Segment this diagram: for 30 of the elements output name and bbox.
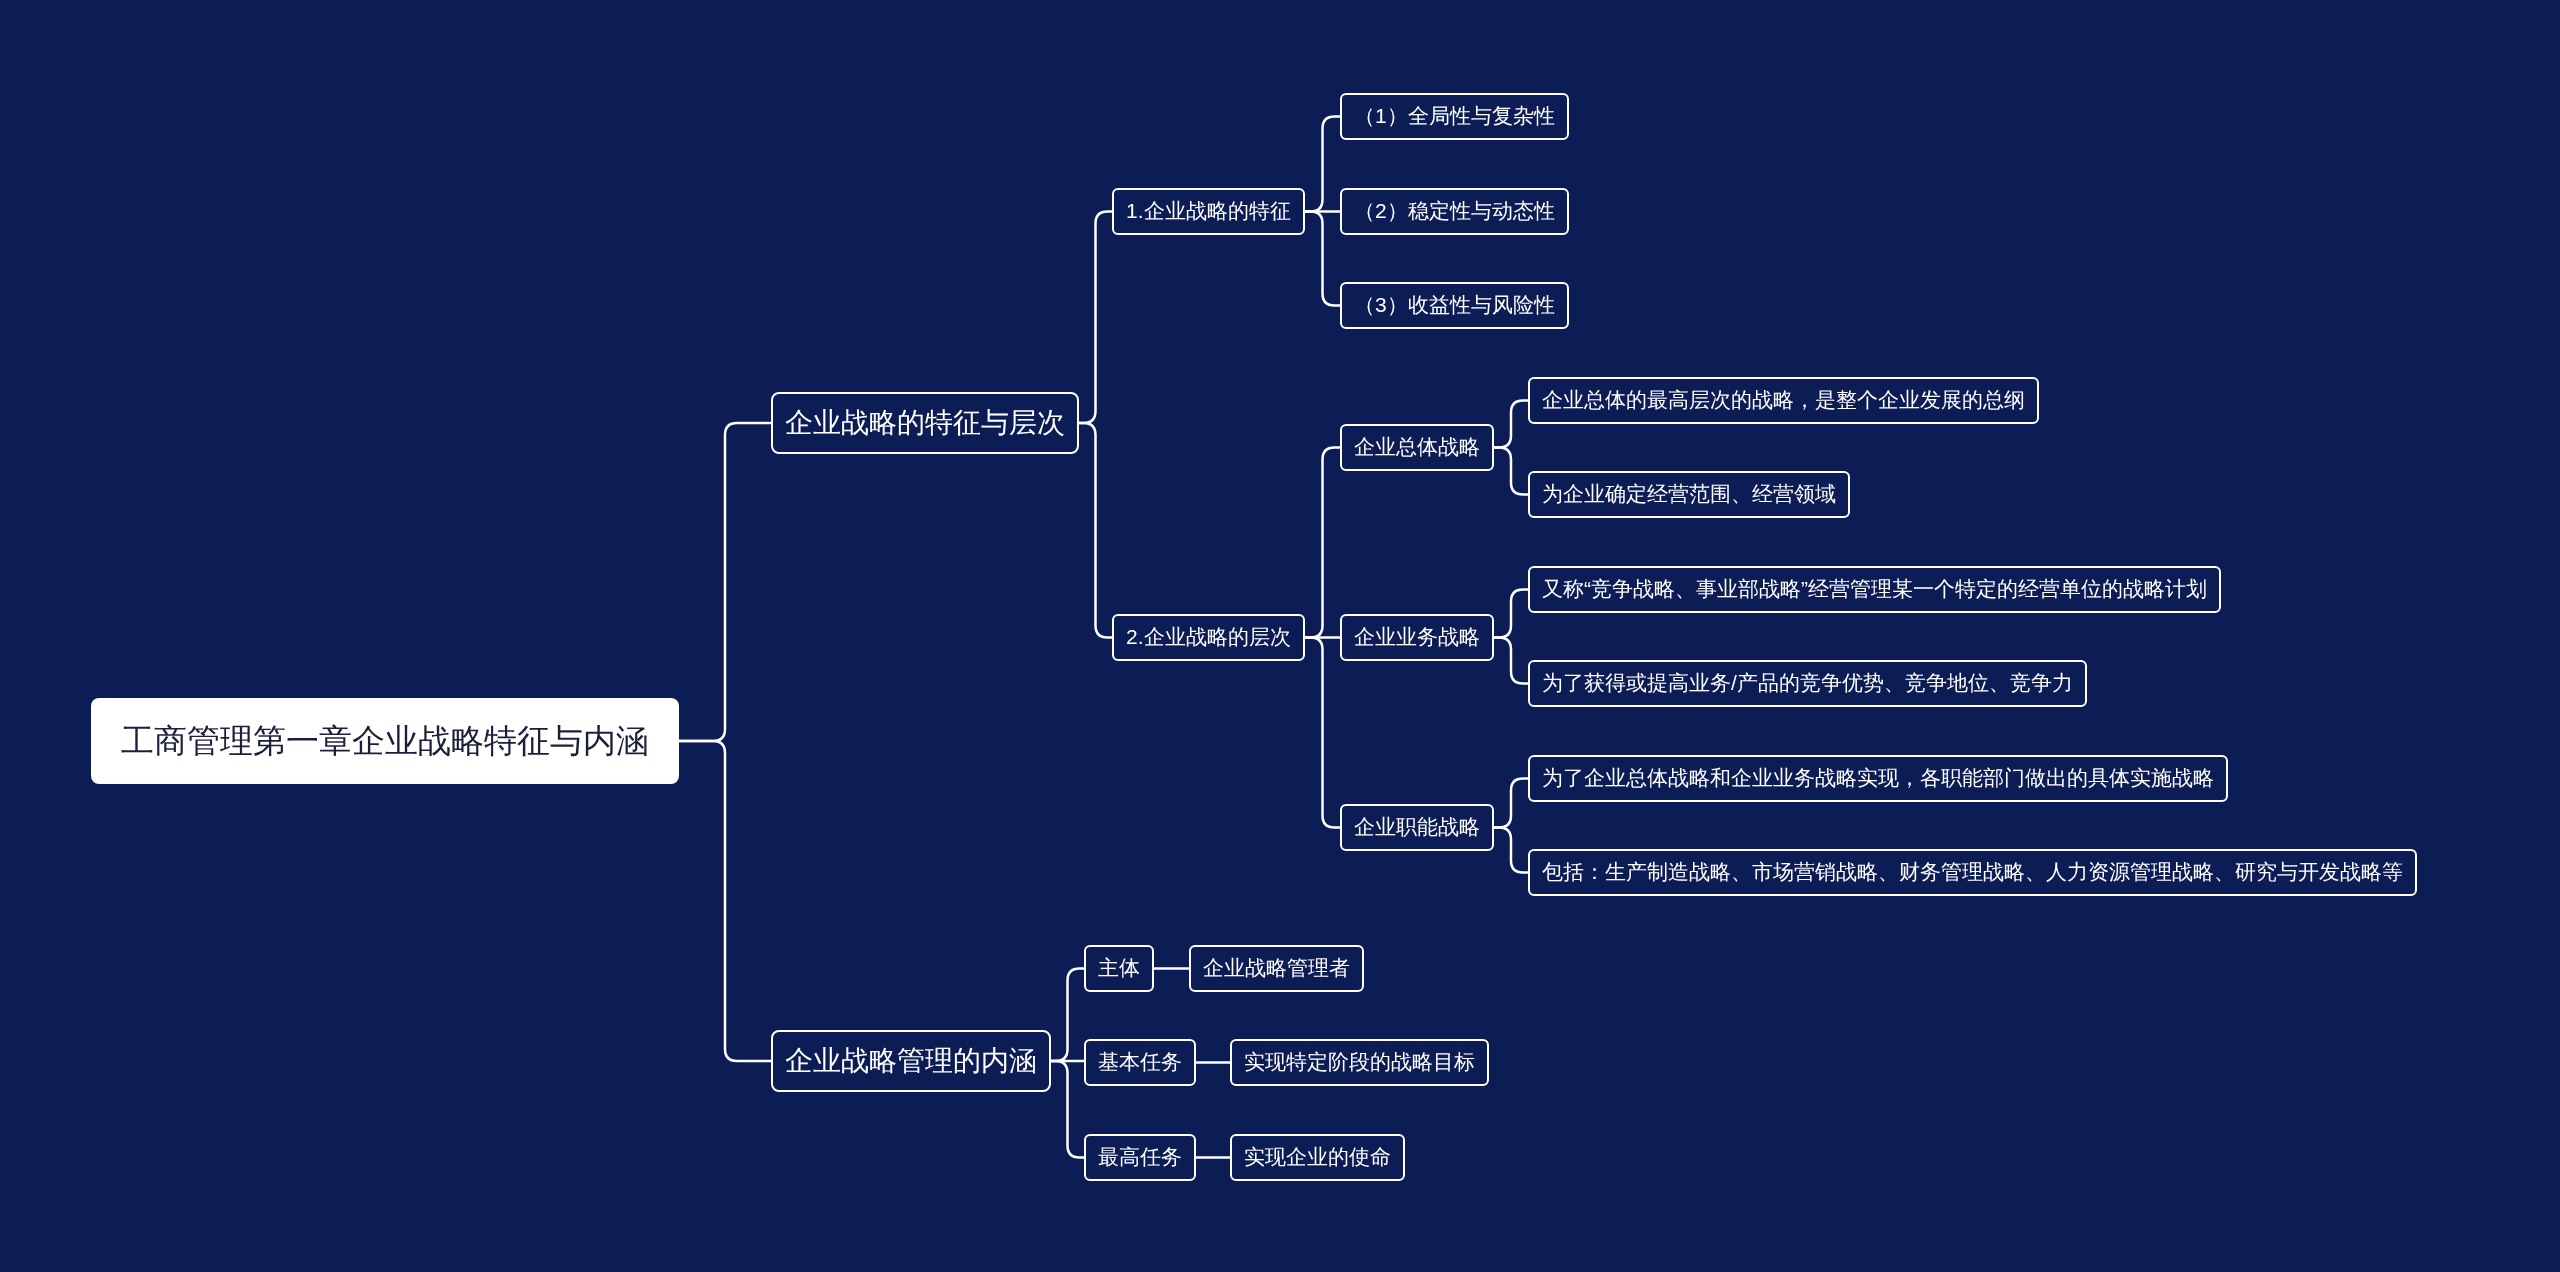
topic-box: 企业职能战略 <box>1340 803 1494 851</box>
connector-line <box>1494 446 1528 496</box>
topic-box: 企业战略管理的内涵 <box>771 1030 1051 1092</box>
connector-line <box>1494 636 1528 685</box>
topic-box: 基本任务 <box>1084 1038 1196 1086</box>
topic-box: 企业业务战略 <box>1340 613 1494 661</box>
topic-box: 企业总体战略 <box>1340 423 1494 471</box>
topic-box: 实现企业的使命 <box>1230 1133 1405 1181</box>
connector-line <box>1196 1156 1230 1159</box>
topic-box: （2）稳定性与动态性 <box>1340 187 1569 235</box>
topic-box: 最高任务 <box>1084 1133 1196 1181</box>
topic-box: 为了获得或提高业务/产品的竞争优势、竞争地位、竞争力 <box>1528 659 2087 707</box>
topic-box: 企业总体的最高层次的战略，是整个企业发展的总纲 <box>1528 376 2039 424</box>
connector-line <box>1154 967 1189 970</box>
connector-line <box>1196 1061 1230 1064</box>
topic-box: 1.企业战略的特征 <box>1112 187 1305 235</box>
topic-box: 实现特定阶段的战略目标 <box>1230 1038 1489 1086</box>
topic-box: 企业战略管理者 <box>1189 944 1364 992</box>
topic-box: 为企业确定经营范围、经营领域 <box>1528 470 1850 518</box>
topic-box: 2.企业战略的层次 <box>1112 613 1305 661</box>
topic-box: （3）收益性与风险性 <box>1340 281 1569 329</box>
connector-line <box>1494 826 1528 874</box>
topic-box: （1）全局性与复杂性 <box>1340 92 1569 140</box>
root-topic: 工商管理第一章企业战略特征与内涵 <box>91 698 679 784</box>
topic-box: 企业战略的特征与层次 <box>771 392 1079 454</box>
connector-line <box>679 739 771 1063</box>
topic-box: 为了企业总体战略和企业业务战略实现，各职能部门做出的具体实施战略 <box>1528 754 2228 802</box>
topic-box: 又称“竞争战略、事业部战略”经营管理某一个特定的经营单位的战略计划 <box>1528 565 2221 613</box>
topic-box: 包括：生产制造战略、市场营销战略、财务管理战略、人力资源管理战略、研究与开发战略等 <box>1528 848 2417 896</box>
topic-box: 主体 <box>1084 944 1154 992</box>
